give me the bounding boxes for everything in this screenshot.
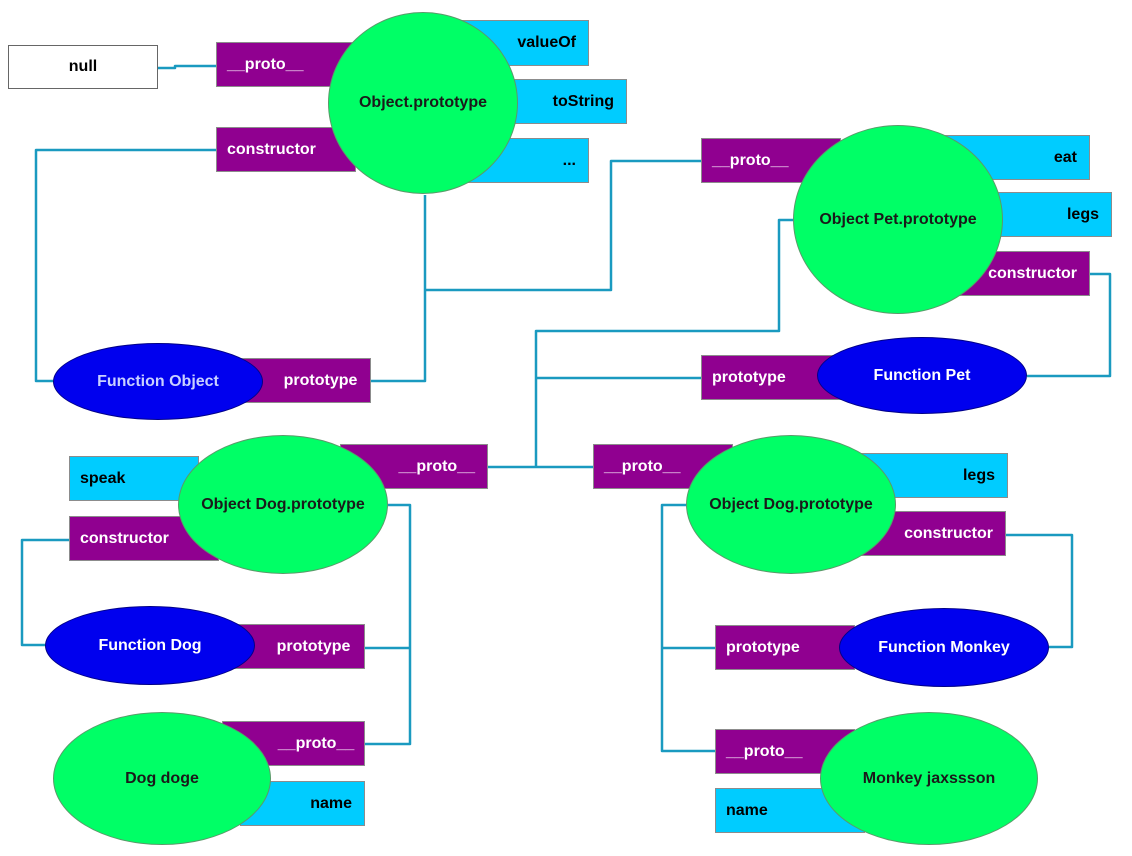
monkey-dog-prototype-node: Object Dog.prototype [686, 435, 896, 574]
link-jaxssson-proto [660, 503, 715, 753]
link-doge-proto [365, 503, 412, 746]
function-dog-prototype-slot: prototype [232, 624, 365, 669]
link-object-proto-to-null [158, 64, 216, 70]
link-pet-prototype-trunk [534, 218, 793, 467]
link-object-constructor [34, 148, 216, 383]
object-proto-constructor-slot: constructor [216, 127, 356, 172]
function-monkey-prototype-slot: prototype [715, 625, 855, 670]
link-object-prototype [371, 195, 427, 383]
pet-proto-legs: legs [990, 192, 1112, 237]
function-object-node: Function Object [53, 343, 263, 420]
link-dog-constructor [20, 538, 69, 647]
link-monkey-constructor [1006, 533, 1074, 649]
object-prototype-node: Object.prototype [328, 12, 518, 194]
link-pet-proto-to-object [425, 159, 701, 292]
monkey-jaxssson-node: Monkey jaxssson [820, 712, 1038, 845]
function-monkey-node: Function Monkey [839, 608, 1049, 687]
dog-doge-node: Dog doge [53, 712, 271, 845]
pet-prototype-node: Object Pet.prototype [793, 125, 1003, 314]
function-pet-node: Function Pet [817, 337, 1027, 414]
dog-prototype-node: Object Dog.prototype [178, 435, 388, 574]
function-pet-prototype-slot: prototype [701, 355, 841, 400]
null-box: null [8, 45, 158, 89]
link-pet-constructor [1027, 272, 1112, 378]
function-dog-node: Function Dog [45, 606, 255, 685]
object-proto-tostring: toString [498, 79, 627, 124]
